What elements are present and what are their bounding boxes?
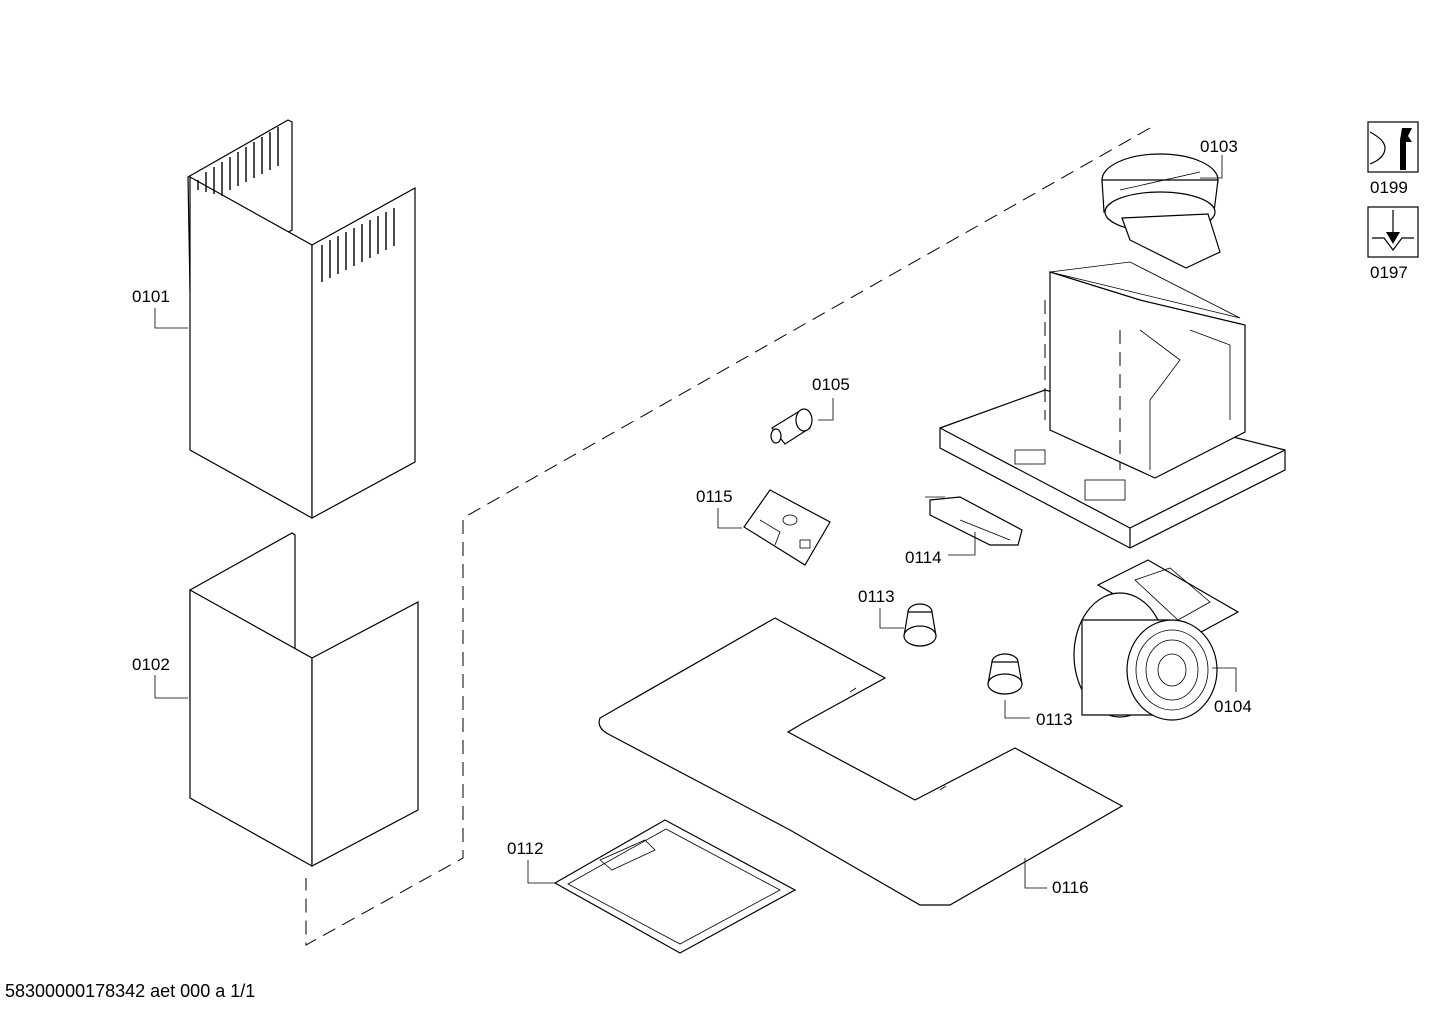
upper-chimney-part[interactable] (187, 119, 416, 520)
label-0103: 0103 (1200, 137, 1238, 156)
label-0116: 0116 (1052, 878, 1089, 897)
seal-gasket-part[interactable] (598, 617, 1124, 906)
control-board-part[interactable] (743, 489, 831, 566)
tool-0199-wrench-icon[interactable] (1367, 121, 1419, 173)
label-0199: 0199 (1370, 178, 1408, 197)
label-0114: 0114 (905, 548, 942, 567)
label-0197: 0197 (1370, 263, 1408, 282)
grease-filter-part[interactable] (553, 819, 797, 954)
control-module-part[interactable] (925, 496, 1023, 546)
label-0101: 0101 (132, 287, 170, 306)
lamp-part-b[interactable] (987, 653, 1023, 695)
document-id: 58300000178342 aet 000 a 1/1 (5, 981, 256, 1001)
leader-lines (154, 155, 1237, 889)
label-0115: 0115 (696, 487, 733, 506)
fan-motor-part[interactable] (1073, 559, 1240, 721)
label-0105: 0105 (812, 375, 850, 394)
assembly-guide-line (305, 127, 1151, 946)
label-0113-a: 0113 (858, 587, 895, 606)
label-0113-b: 0113 (1036, 710, 1073, 729)
label-0104: 0104 (1214, 697, 1252, 716)
air-outlet-part[interactable] (1101, 153, 1221, 269)
lamp-part-a[interactable] (903, 603, 937, 647)
main-housing-part[interactable] (939, 261, 1286, 549)
label-0112: 0112 (507, 839, 544, 858)
capacitor-part[interactable] (770, 408, 813, 445)
label-0102: 0102 (132, 655, 170, 674)
lower-chimney-part[interactable] (189, 532, 419, 868)
tool-0197-screwdriver-icon[interactable] (1367, 206, 1419, 258)
